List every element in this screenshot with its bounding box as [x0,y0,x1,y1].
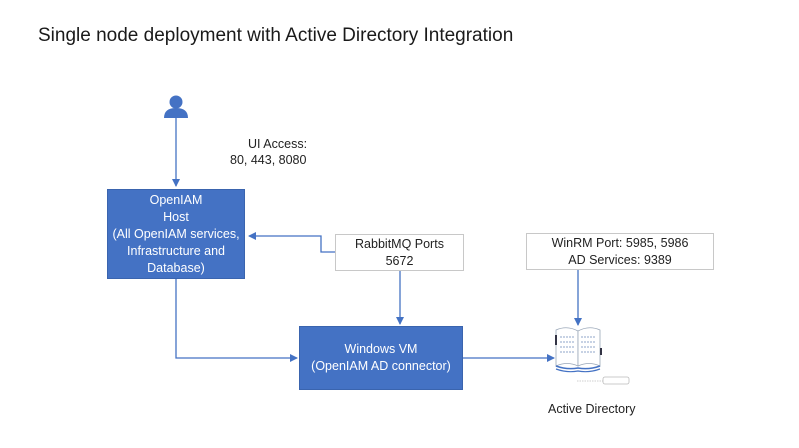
openiam-host-node[interactable]: OpenIAM Host (All OpenIAM services, Infr… [107,189,245,279]
diagram-title: Single node deployment with Active Direc… [38,25,514,46]
connector-rabbitmq-to-host [248,232,336,253]
ui-access-label: UI Access: 80, 443, 8080 [230,137,308,167]
connector-host-to-vm [175,279,298,362]
user-icon [164,95,188,118]
rabbitmq-ports-box[interactable]: RabbitMQ Ports 5672 [335,234,464,271]
winrm-ports-box[interactable]: WinRM Port: 5985, 5986 AD Services: 9389 [526,233,714,270]
book-directory-icon [555,327,630,385]
windows-vm-node[interactable]: Windows VM (OpenIAM AD connector) [299,326,463,390]
active-directory-label: Active Directory [548,402,636,416]
